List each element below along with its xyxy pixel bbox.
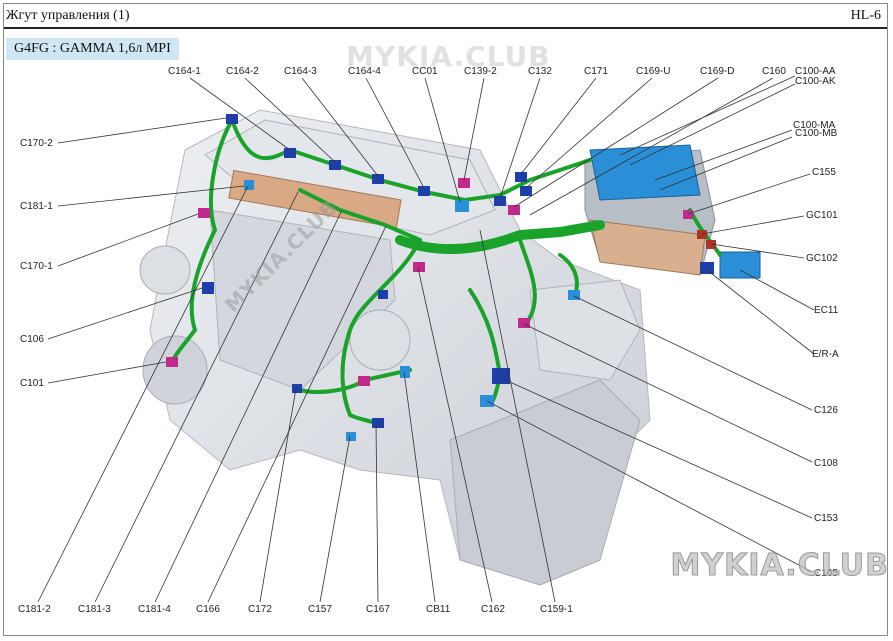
label-c126: C126	[814, 405, 838, 416]
connector-c157[interactable]	[346, 432, 356, 441]
label-c169-u: C169-U	[636, 66, 670, 77]
connector-c126[interactable]	[568, 290, 580, 300]
label-c170-1: C170-1	[20, 261, 53, 272]
connector-c167[interactable]	[372, 418, 384, 428]
connector-cc01[interactable]	[455, 200, 469, 212]
connector-c106[interactable]	[202, 282, 214, 294]
page-code: HL-6	[850, 8, 881, 23]
label-c181-3: C181-3	[78, 604, 111, 615]
connector-c164-1[interactable]	[284, 148, 296, 158]
label-c162: C162	[481, 604, 505, 615]
label-cb11: CB11	[426, 604, 451, 615]
label-c132: C132	[528, 66, 552, 77]
label-c100-mb: C100-MB	[795, 128, 838, 139]
label-c170-2: C170-2	[20, 138, 53, 149]
connector-c172[interactable]	[292, 384, 302, 393]
connector-c162[interactable]	[413, 262, 425, 272]
label-c100-aa: C100-AA	[795, 66, 836, 77]
label-c153: C153	[814, 513, 838, 524]
engine-illustration	[139, 109, 761, 586]
connector-c164-4[interactable]	[418, 186, 430, 196]
connector-c155[interactable]	[683, 210, 693, 219]
label-er-a: E/R-A	[812, 349, 839, 360]
label-c100-ma: C100-MA	[793, 120, 836, 131]
connector-c181-1[interactable]	[244, 180, 254, 190]
connector-c139-2[interactable]	[458, 178, 470, 188]
connector-cb11[interactable]	[400, 366, 410, 378]
label-c181-2: C181-2	[18, 604, 51, 615]
connector-c169-d[interactable]	[508, 205, 520, 215]
label-c164-4: C164-4	[348, 66, 381, 77]
connector-c171[interactable]	[515, 172, 527, 182]
label-c157: C157	[308, 604, 332, 615]
label-c159-1: C159-1	[540, 604, 573, 615]
connector-gc102[interactable]	[706, 240, 716, 249]
connector-c164-3[interactable]	[372, 174, 384, 184]
label-c181-4: C181-4	[138, 604, 171, 615]
label-c165: C165	[814, 568, 838, 579]
label-gc102: GC102	[806, 253, 838, 264]
engine-label: G4FG : GAMMA 1,6л MPI	[6, 38, 179, 60]
connector-c170-2[interactable]	[226, 114, 238, 124]
label-c108: C108	[814, 458, 838, 469]
leader-lines	[37, 75, 815, 603]
connector-labels: C164-1 C164-2 C164-3 C164-4 CC01 C139-2 …	[18, 66, 839, 615]
watermark-bottom: MYKIA.CLUB	[670, 548, 889, 584]
page-header: Жгут управления (1) HL-6	[4, 4, 887, 29]
label-c160: C160	[762, 66, 786, 77]
label-c100-ak: C100-AK	[795, 76, 836, 87]
connector-c132[interactable]	[494, 196, 506, 206]
page-title: Жгут управления (1)	[6, 8, 130, 23]
connector-c170-1[interactable]	[198, 208, 210, 218]
label-c101: C101	[20, 378, 44, 389]
label-c106: C106	[20, 334, 44, 345]
label-c167: C167	[366, 604, 390, 615]
page-frame	[3, 3, 888, 636]
label-cc01: CC01	[412, 66, 438, 77]
connector-markers	[166, 114, 716, 441]
label-c164-2: C164-2	[226, 66, 259, 77]
connector-c153[interactable]	[492, 368, 510, 384]
label-gc101: GC101	[806, 210, 838, 221]
label-c172: C172	[248, 604, 272, 615]
label-c169-d: C169-D	[700, 66, 734, 77]
label-c166: C166	[196, 604, 220, 615]
label-c155: C155	[812, 167, 836, 178]
label-c164-3: C164-3	[284, 66, 317, 77]
connector-c159-1[interactable]	[378, 290, 388, 299]
connector-c108[interactable]	[518, 318, 530, 328]
watermark-top: MYKIA.CLUB	[346, 40, 551, 73]
label-c181-1: C181-1	[20, 201, 53, 212]
label-c139-2: C139-2	[464, 66, 497, 77]
connector-c169-u[interactable]	[520, 186, 532, 196]
connector-gc101[interactable]	[697, 230, 707, 239]
connector-c101[interactable]	[166, 357, 178, 367]
connector-er-a[interactable]	[700, 262, 714, 274]
connector-c164-2[interactable]	[329, 160, 341, 170]
label-ec11: EC11	[814, 305, 839, 316]
label-c164-1: C164-1	[168, 66, 201, 77]
label-c171: C171	[584, 66, 608, 77]
connector-c166[interactable]	[358, 376, 370, 386]
